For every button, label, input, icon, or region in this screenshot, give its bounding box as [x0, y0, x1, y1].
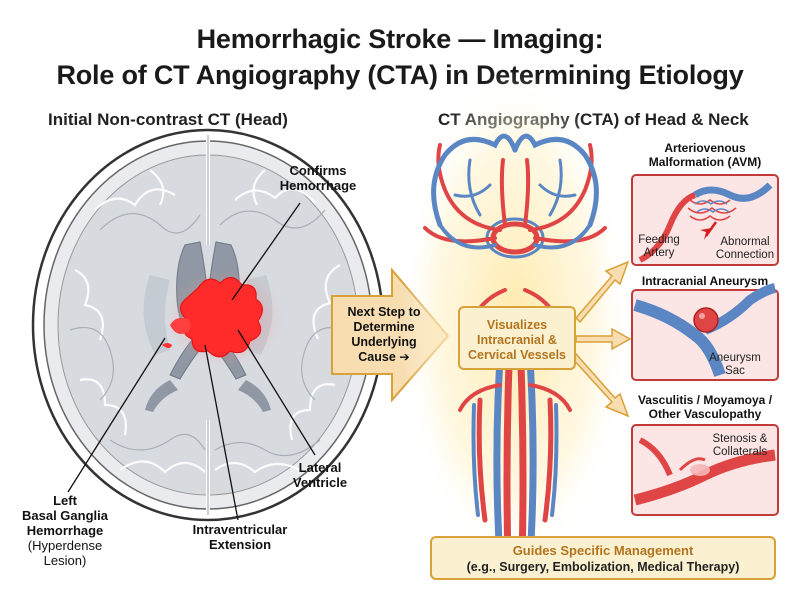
- avm-feeding-artery-label: Feeding Artery: [638, 234, 680, 259]
- avm-abnormal-connection-label: Abnormal Connection: [715, 236, 775, 261]
- brain-ct-illustration: [31, 128, 385, 522]
- guides-management-title: Guides Specific Management: [512, 543, 694, 558]
- avm-box-graphic: [631, 174, 779, 266]
- label-basal-ganglia-hemorrhage: Left Basal Ganglia Hemorrhage (Hyperdens…: [22, 493, 108, 568]
- next-step-arrow-label: Next Step to Determine Underlying Cause …: [347, 305, 421, 364]
- avm-title: Arteriovenous Malformation (AVM): [648, 141, 762, 169]
- stenosis-collaterals-label: Stenosis & Collaterals: [712, 433, 768, 458]
- label-confirms-hemorrhage: Confirms Hemorrhage: [279, 163, 357, 193]
- aneurysm-title: Intracranial Aneurysm: [641, 274, 769, 288]
- branch-arrows: [570, 260, 632, 418]
- aneurysm-sac-label: Aneurysm Sac: [709, 352, 761, 377]
- vasculitis-title: Vasculitis / Moyamoya / Other Vasculopat…: [637, 393, 773, 421]
- label-intraventricular-extension: Intraventricular Extension: [192, 522, 288, 552]
- main-title-line1: Hemorrhagic Stroke — Imaging:: [196, 24, 604, 54]
- main-title-line2: Role of CT Angiography (CTA) in Determin…: [56, 60, 744, 90]
- aneurysm-box-graphic: [631, 283, 779, 381]
- label-lateral-ventricle: Lateral Ventricle: [292, 460, 348, 490]
- vasculitis-box-graphic: [631, 424, 779, 516]
- guides-management-examples: (e.g., Surgery, Embolization, Medical Th…: [466, 560, 740, 574]
- visualizes-vessels-box: Visualizes Intracranial & Cervical Vesse…: [458, 306, 576, 370]
- left-panel-heading: Initial Non-contrast CT (Head): [48, 110, 288, 129]
- guides-management-box: Guides Specific Management (e.g., Surger…: [430, 536, 776, 580]
- left-leader-lines: [67, 202, 316, 521]
